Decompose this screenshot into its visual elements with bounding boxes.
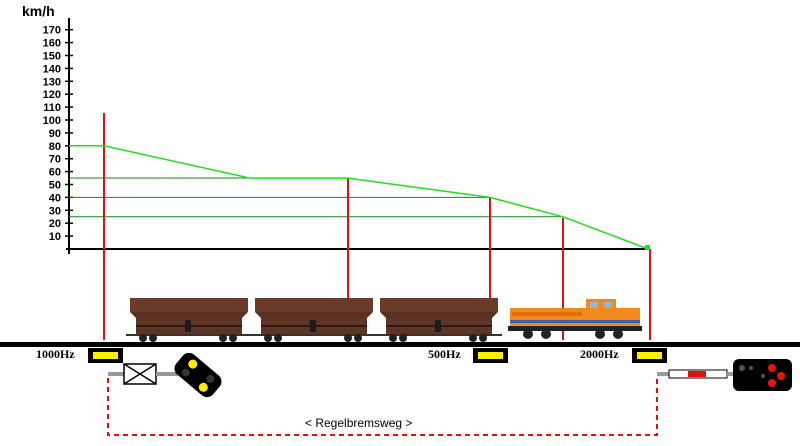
curve-end-point <box>645 245 650 250</box>
brake-distance-bracket <box>107 378 658 436</box>
y-tick-label: 100 <box>43 115 61 127</box>
train <box>126 298 642 342</box>
brake-distance-label: < Regelbremsweg > <box>305 416 412 430</box>
magnet-1000hz: 1000Hz <box>36 347 123 363</box>
hopper-wagon <box>126 298 252 342</box>
y-axis-unit-label: km/h <box>22 3 55 19</box>
hopper-wagon <box>251 298 377 342</box>
y-tick-label: 70 <box>49 154 61 166</box>
locomotive <box>508 299 642 339</box>
magnet-2000hz: 2000Hz <box>580 347 667 363</box>
y-tick-label: 50 <box>49 180 61 192</box>
y-tick-label: 130 <box>43 76 61 88</box>
y-tick-label: 20 <box>49 218 61 230</box>
y-ticks: 1701601501401301201101009080706050403020… <box>43 25 73 243</box>
magnet-500hz: 500Hz <box>428 347 508 363</box>
y-tick-label: 160 <box>43 38 61 50</box>
y-tick-label: 170 <box>43 25 61 37</box>
y-tick-label: 110 <box>43 102 61 114</box>
rail <box>0 342 800 347</box>
magnet-2000hz-label: 2000Hz <box>580 347 619 361</box>
y-tick-label: 140 <box>43 63 61 75</box>
magnet-1000hz-label: 1000Hz <box>36 347 75 361</box>
main-signal <box>657 359 792 391</box>
y-tick-label: 80 <box>49 141 61 153</box>
y-tick-label: 90 <box>49 128 61 140</box>
y-tick-label: 40 <box>49 192 61 204</box>
speed-curve <box>69 145 649 250</box>
y-tick-label: 60 <box>49 167 61 179</box>
y-tick-label: 150 <box>43 51 61 63</box>
distant-signal <box>108 352 222 398</box>
hopper-wagon <box>376 298 502 342</box>
magnet-500hz-label: 500Hz <box>428 347 461 361</box>
y-tick-label: 120 <box>43 89 61 101</box>
y-tick-label: 30 <box>49 205 61 217</box>
y-tick-label: 10 <box>49 231 61 243</box>
track-magnets: 1000Hz 500Hz 2000Hz <box>36 347 667 363</box>
